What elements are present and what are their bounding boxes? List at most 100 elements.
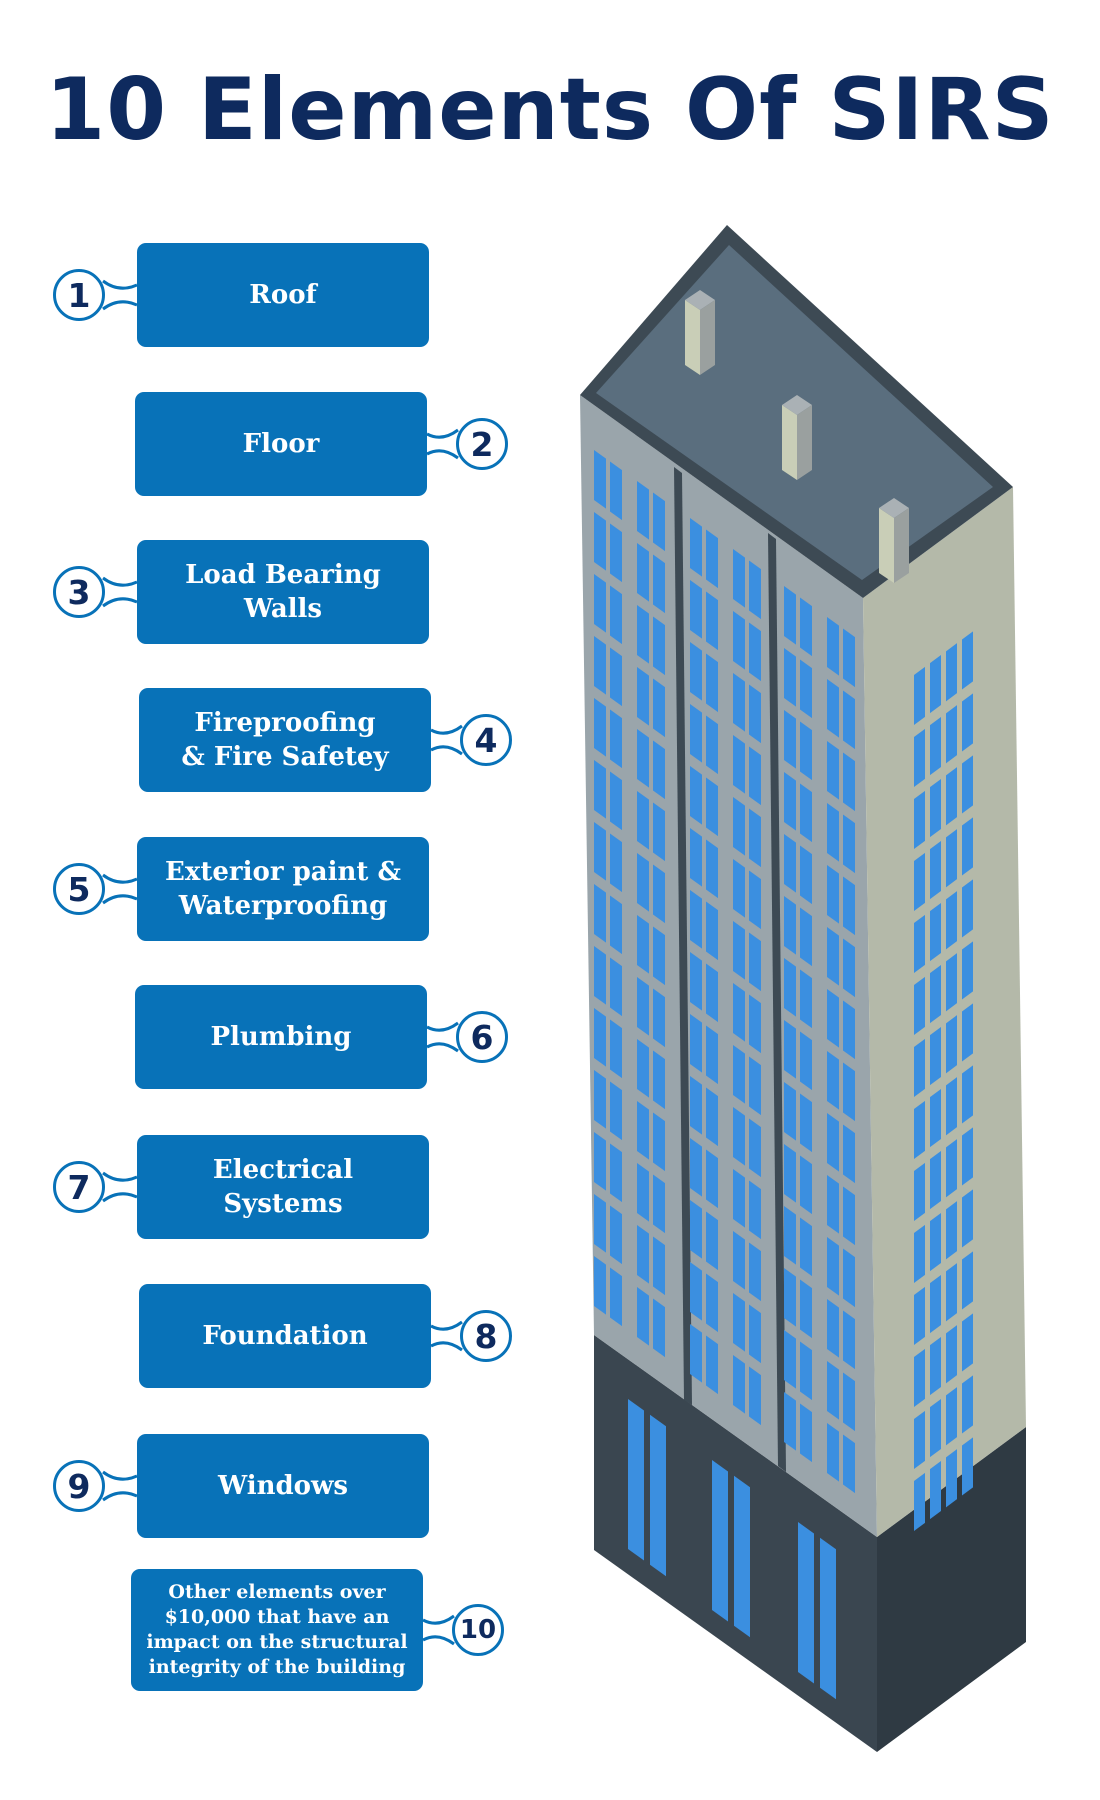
- window: [843, 1248, 855, 1308]
- window: [706, 1335, 718, 1395]
- window: [946, 705, 957, 764]
- window: [610, 1081, 622, 1141]
- window: [800, 783, 812, 843]
- facade-column-divider: [768, 533, 786, 1472]
- window: [962, 941, 973, 1000]
- window: [653, 1298, 665, 1358]
- window: [962, 1003, 973, 1062]
- window: [610, 771, 622, 831]
- window: [827, 1361, 839, 1420]
- window: [594, 822, 606, 881]
- window: [706, 839, 718, 899]
- window: [594, 884, 606, 943]
- window: [594, 1256, 606, 1315]
- window: [733, 1169, 745, 1228]
- window: [749, 1056, 761, 1116]
- window: [827, 927, 839, 986]
- window: [637, 1225, 649, 1284]
- window: [784, 1144, 796, 1203]
- window: [914, 1162, 925, 1221]
- door: [628, 1399, 644, 1561]
- element-number-badge: 2: [456, 418, 508, 470]
- window: [637, 729, 649, 788]
- window: [784, 1020, 796, 1079]
- window: [749, 746, 761, 806]
- window: [843, 1124, 855, 1184]
- window: [843, 628, 855, 688]
- roof-chimney: [879, 498, 909, 583]
- window: [827, 1175, 839, 1234]
- window: [800, 597, 812, 657]
- window: [784, 1268, 796, 1327]
- window: [749, 1118, 761, 1178]
- window: [800, 907, 812, 967]
- connector-line: [426, 1021, 459, 1053]
- window: [637, 667, 649, 726]
- window: [733, 1231, 745, 1290]
- window: [749, 1180, 761, 1240]
- window: [653, 1050, 665, 1110]
- connector-line: [102, 1470, 138, 1502]
- window: [784, 710, 796, 769]
- window: [706, 1149, 718, 1209]
- element-label-box: Other elements over $10,000 that have an…: [131, 1569, 423, 1691]
- window: [749, 684, 761, 744]
- window: [843, 1062, 855, 1122]
- connector-line: [102, 1171, 138, 1203]
- element-label-box: Roof: [137, 243, 429, 347]
- window: [946, 643, 957, 702]
- window: [962, 693, 973, 752]
- window: [690, 704, 702, 763]
- window: [930, 1275, 941, 1334]
- element-label-box: Exterior paint & Waterproofing: [137, 837, 429, 941]
- window: [733, 797, 745, 856]
- window: [962, 879, 973, 938]
- window: [733, 921, 745, 980]
- window: [690, 642, 702, 701]
- window: [800, 1279, 812, 1339]
- window: [610, 895, 622, 955]
- doors-group: [628, 1399, 836, 1700]
- window: [843, 752, 855, 812]
- window: [930, 1089, 941, 1148]
- window: [843, 1310, 855, 1370]
- window: [690, 1138, 702, 1197]
- window: [930, 655, 941, 714]
- window: [610, 1205, 622, 1265]
- window: [843, 1186, 855, 1246]
- window: [827, 1423, 839, 1482]
- window: [653, 988, 665, 1048]
- window: [800, 721, 812, 781]
- window: [637, 1163, 649, 1222]
- window: [914, 1348, 925, 1407]
- window: [594, 1070, 606, 1129]
- door: [650, 1414, 666, 1577]
- building-facade-side: [863, 487, 1026, 1537]
- window: [827, 1113, 839, 1172]
- window: [749, 870, 761, 930]
- window: [706, 715, 718, 775]
- window: [946, 1449, 957, 1508]
- window: [914, 1100, 925, 1159]
- window: [706, 777, 718, 837]
- window: [594, 1008, 606, 1067]
- element-label-box: Fireproofing & Fire Safetey: [139, 688, 431, 792]
- window: [690, 1200, 702, 1259]
- window: [610, 1143, 622, 1203]
- element-label-box: Foundation: [139, 1284, 431, 1388]
- window: [946, 1015, 957, 1074]
- window: [800, 1155, 812, 1215]
- window: [733, 735, 745, 794]
- window: [784, 772, 796, 831]
- window: [800, 1403, 812, 1463]
- window: [930, 779, 941, 838]
- window: [637, 977, 649, 1036]
- window: [930, 1213, 941, 1272]
- window: [653, 802, 665, 862]
- window: [637, 1101, 649, 1160]
- connector-line: [426, 428, 459, 460]
- window: [843, 1434, 855, 1494]
- window: [690, 1014, 702, 1073]
- window: [594, 1132, 606, 1191]
